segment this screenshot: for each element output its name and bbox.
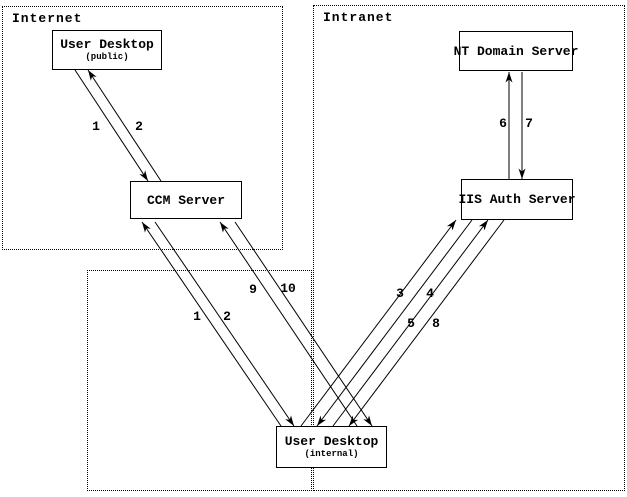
edge-label-2-internal: 2 [223,309,231,324]
node-subtitle: (public) [85,52,129,62]
intranet-zone: Intranet [313,5,625,491]
node-title: User Desktop [284,434,379,449]
edge-label-1-public: 1 [92,119,100,134]
edge-label-1-internal: 1 [193,309,201,324]
edge-label-2-public: 2 [135,119,143,134]
node-title: IIS Auth Server [458,192,576,207]
edge-label-8: 8 [432,316,440,331]
node-iis-auth-server: IIS Auth Server [458,179,576,220]
edge-label-10: 10 [280,281,296,296]
edge-label-4: 4 [426,286,434,301]
edge-10-ccm-to-internal-desktop [234,221,373,427]
edge-2-ccm-to-internal-desktop [154,221,295,427]
edge-4-iis-to-internal-desktop [316,219,473,427]
node-title: NT Domain Server [453,43,579,59]
edge-5-internal-desktop-to-iis [332,219,489,427]
internet-zone: Internet [2,6,283,250]
edge-2-ccm-to-public-desktop [87,69,162,182]
edge-8-iis-to-internal-desktop [348,219,505,427]
internal-zone [87,270,312,491]
edge-1-internal-desktop-to-ccm [141,221,282,427]
edge-9-internal-desktop-to-ccm [219,221,358,427]
node-title: CCM Server [146,192,225,208]
edge-3-internal-desktop-to-iis [300,219,457,427]
edge-label-9: 9 [249,282,257,297]
node-nt-domain-server: NT Domain Server [454,31,578,71]
edge-label-3: 3 [396,286,404,301]
node-ccm-server: CCM Server [130,181,242,219]
node-title: User Desktop [60,37,154,52]
node-subtitle: (internal) [304,449,359,459]
edge-1-public-desktop-to-ccm [74,69,149,182]
intranet-zone-label: Intranet [323,10,394,25]
node-user-desktop-internal: User Desktop (internal) [276,426,387,468]
node-user-desktop-public: User Desktop (public) [52,30,162,70]
edge-label-5: 5 [407,316,415,331]
internet-zone-label: Internet [12,11,83,26]
edge-label-6: 6 [499,116,507,131]
edge-label-7: 7 [525,116,533,131]
